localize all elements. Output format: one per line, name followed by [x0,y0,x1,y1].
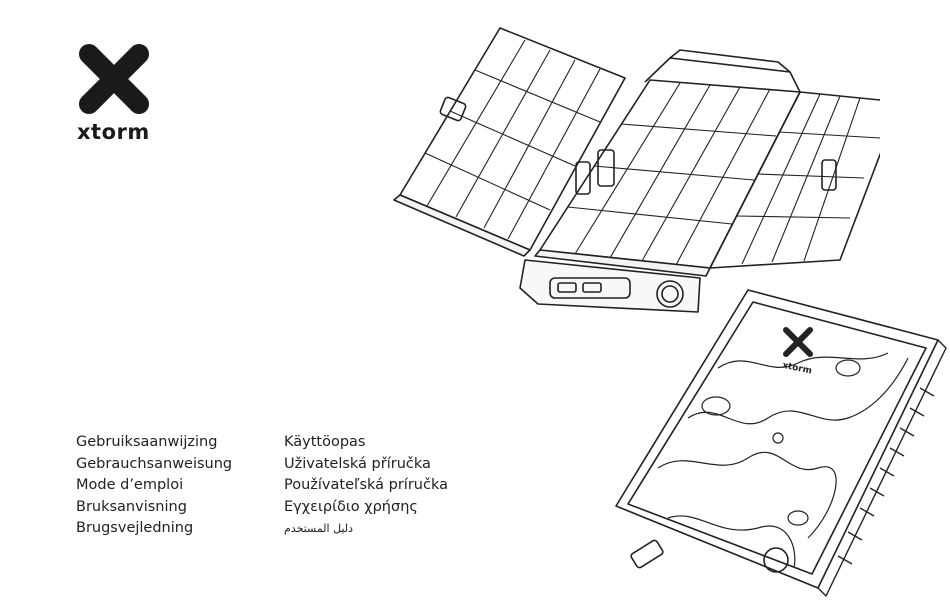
language-item-dutch: Gebruiksaanwijzing [76,432,232,454]
solar-panel-left [394,28,625,256]
language-item-czech: Uživatelská příručka [284,454,448,476]
language-item-finnish: Käyttöopas [284,432,448,454]
solar-panel-illustration [380,20,880,320]
x-logo-icon [75,44,153,114]
brand-wordmark: xtorm [77,120,165,144]
language-item-slovak: Používateľská príručka [284,475,448,497]
language-item-german: Gebrauchsanweisung [76,454,232,476]
language-item-norwegian: Bruksanvisning [76,497,232,519]
language-item-french: Mode d’emploi [76,475,232,497]
language-item-greek: Εγχειρίδιο χρήσης [284,497,448,519]
language-list-right: Käyttöopas Uživatelská příručka Používat… [284,432,448,540]
solar-panel-right [710,92,880,268]
language-item-arabic: دليل المستخدم [284,518,448,540]
language-item-danish: Brugsvejledning [76,518,232,540]
brand-logo: xtorm [75,44,165,144]
powerbank-illustration: xtorm [598,278,948,598]
solar-panel-center [535,80,800,276]
language-list-left: Gebruiksaanwijzing Gebrauchsanweisung Mo… [76,432,232,540]
